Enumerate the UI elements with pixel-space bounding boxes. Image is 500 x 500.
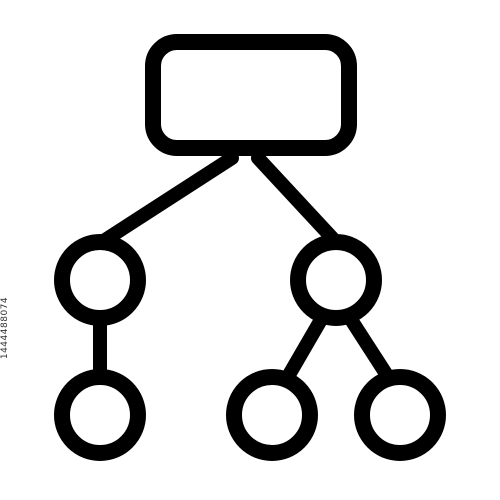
- stock-id-watermark: 1444488074: [0, 296, 10, 360]
- line-right-child-to-right-leaf: [343, 311, 397, 387]
- line-right-child-to-left-leaf: [279, 311, 329, 387]
- right-leaf-node: [354, 369, 446, 461]
- line-root-to-left-child: [95, 151, 239, 249]
- connector-lines: [93, 151, 397, 387]
- root-node: [145, 34, 357, 156]
- left-child-node: [54, 234, 146, 326]
- left-leaf-node: [54, 369, 146, 461]
- middle-leaf-node: [226, 369, 318, 461]
- right-child-node: [290, 234, 382, 326]
- line-root-to-right-child: [251, 151, 343, 249]
